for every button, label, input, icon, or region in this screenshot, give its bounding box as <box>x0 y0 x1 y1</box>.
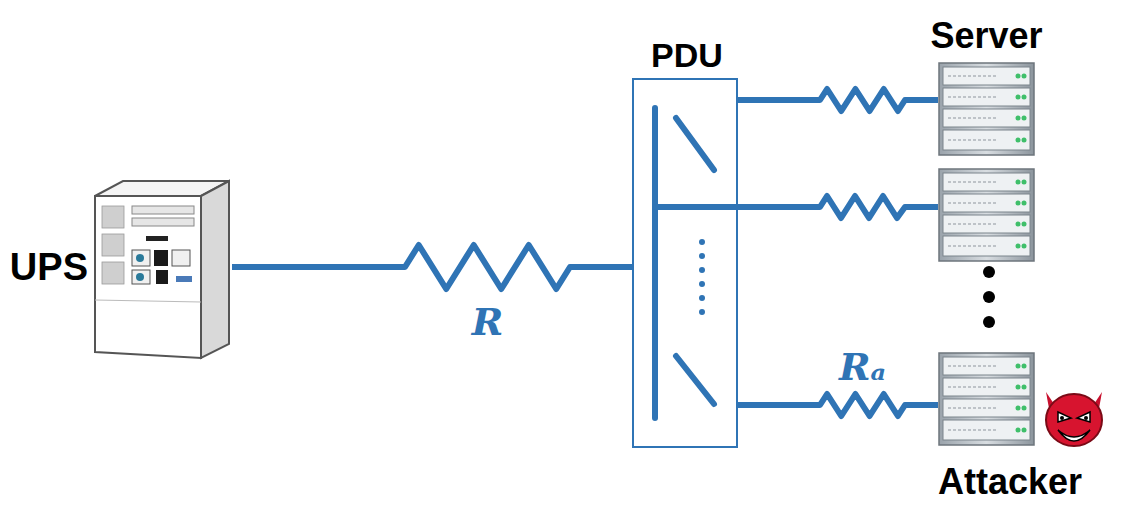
ups-unit: UPS <box>92 178 232 363</box>
server-icon: Server <box>938 62 1035 156</box>
server-icon <box>938 62 1035 156</box>
pdu-box: PDU <box>632 78 738 448</box>
node-label: Server <box>930 18 1042 54</box>
attacker-server: Attacker <box>938 352 1035 446</box>
server-icon <box>938 352 1035 446</box>
ellipsis-dots <box>983 266 995 328</box>
resistor-wire <box>738 196 938 218</box>
node-label: PDU <box>651 38 723 72</box>
server-icon <box>939 169 1034 261</box>
resistor-r <box>232 245 632 289</box>
resistor-label: R <box>472 303 504 341</box>
resistor-label: Rₐ <box>839 348 886 386</box>
ellipsis-dots <box>699 239 705 315</box>
devil-icon <box>1046 392 1102 446</box>
resistor-ra <box>738 394 938 416</box>
resistor-wire <box>738 89 938 111</box>
node-label: Attacker <box>938 464 1082 500</box>
pdu-bus <box>655 108 738 418</box>
ups-cabinet <box>95 181 229 358</box>
node-label: UPS <box>10 248 88 286</box>
